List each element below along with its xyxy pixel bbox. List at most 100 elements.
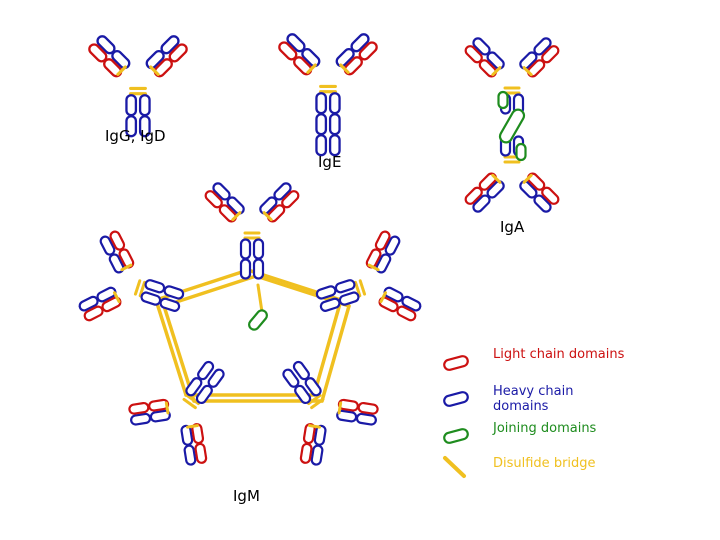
legend-joining: Joining domains [493,421,597,436]
disulfide-bridge [133,279,142,296]
ige-antibody [278,33,378,157]
heavy-chain-domain [315,285,337,300]
igg-igd-antibody [88,35,188,138]
heavy-chain-domain [163,285,185,300]
igm-label: IgM [233,487,260,505]
heavy-chain-swatch [443,391,469,407]
heavy-chain-domain [282,368,300,388]
heavy-chain-domain [160,35,180,55]
antibody-monomer [464,135,560,213]
heavy-chain-domain [239,238,252,260]
heavy-chain-domain [273,182,292,201]
heavy-chain-domain [315,134,328,157]
light-chain-domain [194,442,208,464]
heavy-chain-domain [472,37,491,56]
disulfide-bridge [307,393,322,406]
disulfide-bridge [367,263,380,272]
heavy-chain-domain [125,94,138,117]
disulfide-bridge [522,173,533,184]
heavy-chain-domain [99,235,116,256]
legend-light-chain: Light chain domains [493,347,625,362]
disulfide-bridge [337,401,343,415]
light-chain-swatch [443,355,469,371]
heavy-chain-domain [338,291,360,306]
antibody-monomer [278,33,378,157]
light-chain-domain [541,186,560,205]
disulfide-bridge [358,279,367,296]
joining-swatch [443,428,469,444]
heavy-chain-domain [159,297,181,312]
disulfide-bridge [339,63,350,75]
heavy-chain-domain [144,279,166,294]
light-chain-domain [374,230,391,251]
antibody-monomer [128,360,225,466]
disulfide-bridge [154,298,188,397]
disulfide-bridge [379,291,388,304]
disulfide-bridge [138,280,147,298]
heavy-chain-domain [292,360,310,381]
heavy-chain-domain [140,291,162,306]
light-chain-domain [358,41,378,61]
light-chain-domain [204,190,223,209]
disulfide-bridge [491,66,502,77]
disulfide-swatch [443,456,466,478]
antibody-monomer [315,230,422,322]
heavy-chain-domain [350,33,370,53]
joining-chain-domain [515,142,527,162]
legend-heavy-chain: Heavy chain domains [493,384,574,414]
heavy-chain-domain [138,94,151,117]
disulfide-bridge [164,401,170,415]
disulfide-bridge [149,65,160,77]
heavy-chain-domain [384,235,401,256]
disulfide-bridge [231,211,242,222]
disulfide-bridge [182,397,197,410]
light-chain-domain [464,45,483,64]
heavy-chain-domain [334,279,356,294]
heavy-chain-domain [328,113,341,136]
heavy-chain-domain [130,412,152,426]
legend-swatches [443,355,469,478]
heavy-chain-domain [96,35,116,55]
heavy-chain-domain [472,194,491,213]
light-chain-domain [357,401,379,415]
light-chain-domain [168,43,188,63]
iga-label: IgA [500,218,525,236]
disulfide-bridge [353,280,362,298]
heavy-chain-domain [252,238,265,260]
heavy-chain-domain [401,295,422,312]
iga-antibody [464,37,560,213]
disulfide-bridge [112,291,121,304]
light-chain-domain [109,230,126,251]
heavy-chain-domain [315,113,328,136]
heavy-chain-domain [355,412,377,426]
disulfide-bridge [120,263,133,272]
heavy-chain-domain [239,258,252,280]
light-chain-domain [128,401,150,415]
antibody-monomer [204,182,300,280]
light-chain-domain [88,43,108,63]
disulfide-bridge [306,63,317,75]
heavy-chain-domain [183,444,197,466]
igm-antibody [78,182,422,466]
heavy-chain-domain [319,297,341,312]
antibody-monomer [78,230,185,322]
heavy-chain-domain [252,258,265,280]
ige-label: IgE [318,153,342,171]
disulfide-bridge [312,298,343,397]
light-chain-domain [541,45,560,64]
heavy-chain-domain [207,368,225,388]
light-chain-domain [281,190,300,209]
disulfide-bridge [491,173,502,184]
antibody-monomer [464,37,560,115]
heavy-chain-domain [315,92,328,115]
light-chain-domain [396,305,417,322]
heavy-chain-domain [197,360,215,381]
disulfide-bridge [320,304,351,403]
disulfide-bridge [185,393,200,406]
legend-disulfide: Disulfide bridge [493,456,596,471]
disulfide-bridge [310,397,325,410]
light-chain-domain [278,41,298,61]
joining-chain-domain [497,90,509,110]
heavy-chain-domain [125,115,138,138]
disulfide-bridge [256,283,264,314]
